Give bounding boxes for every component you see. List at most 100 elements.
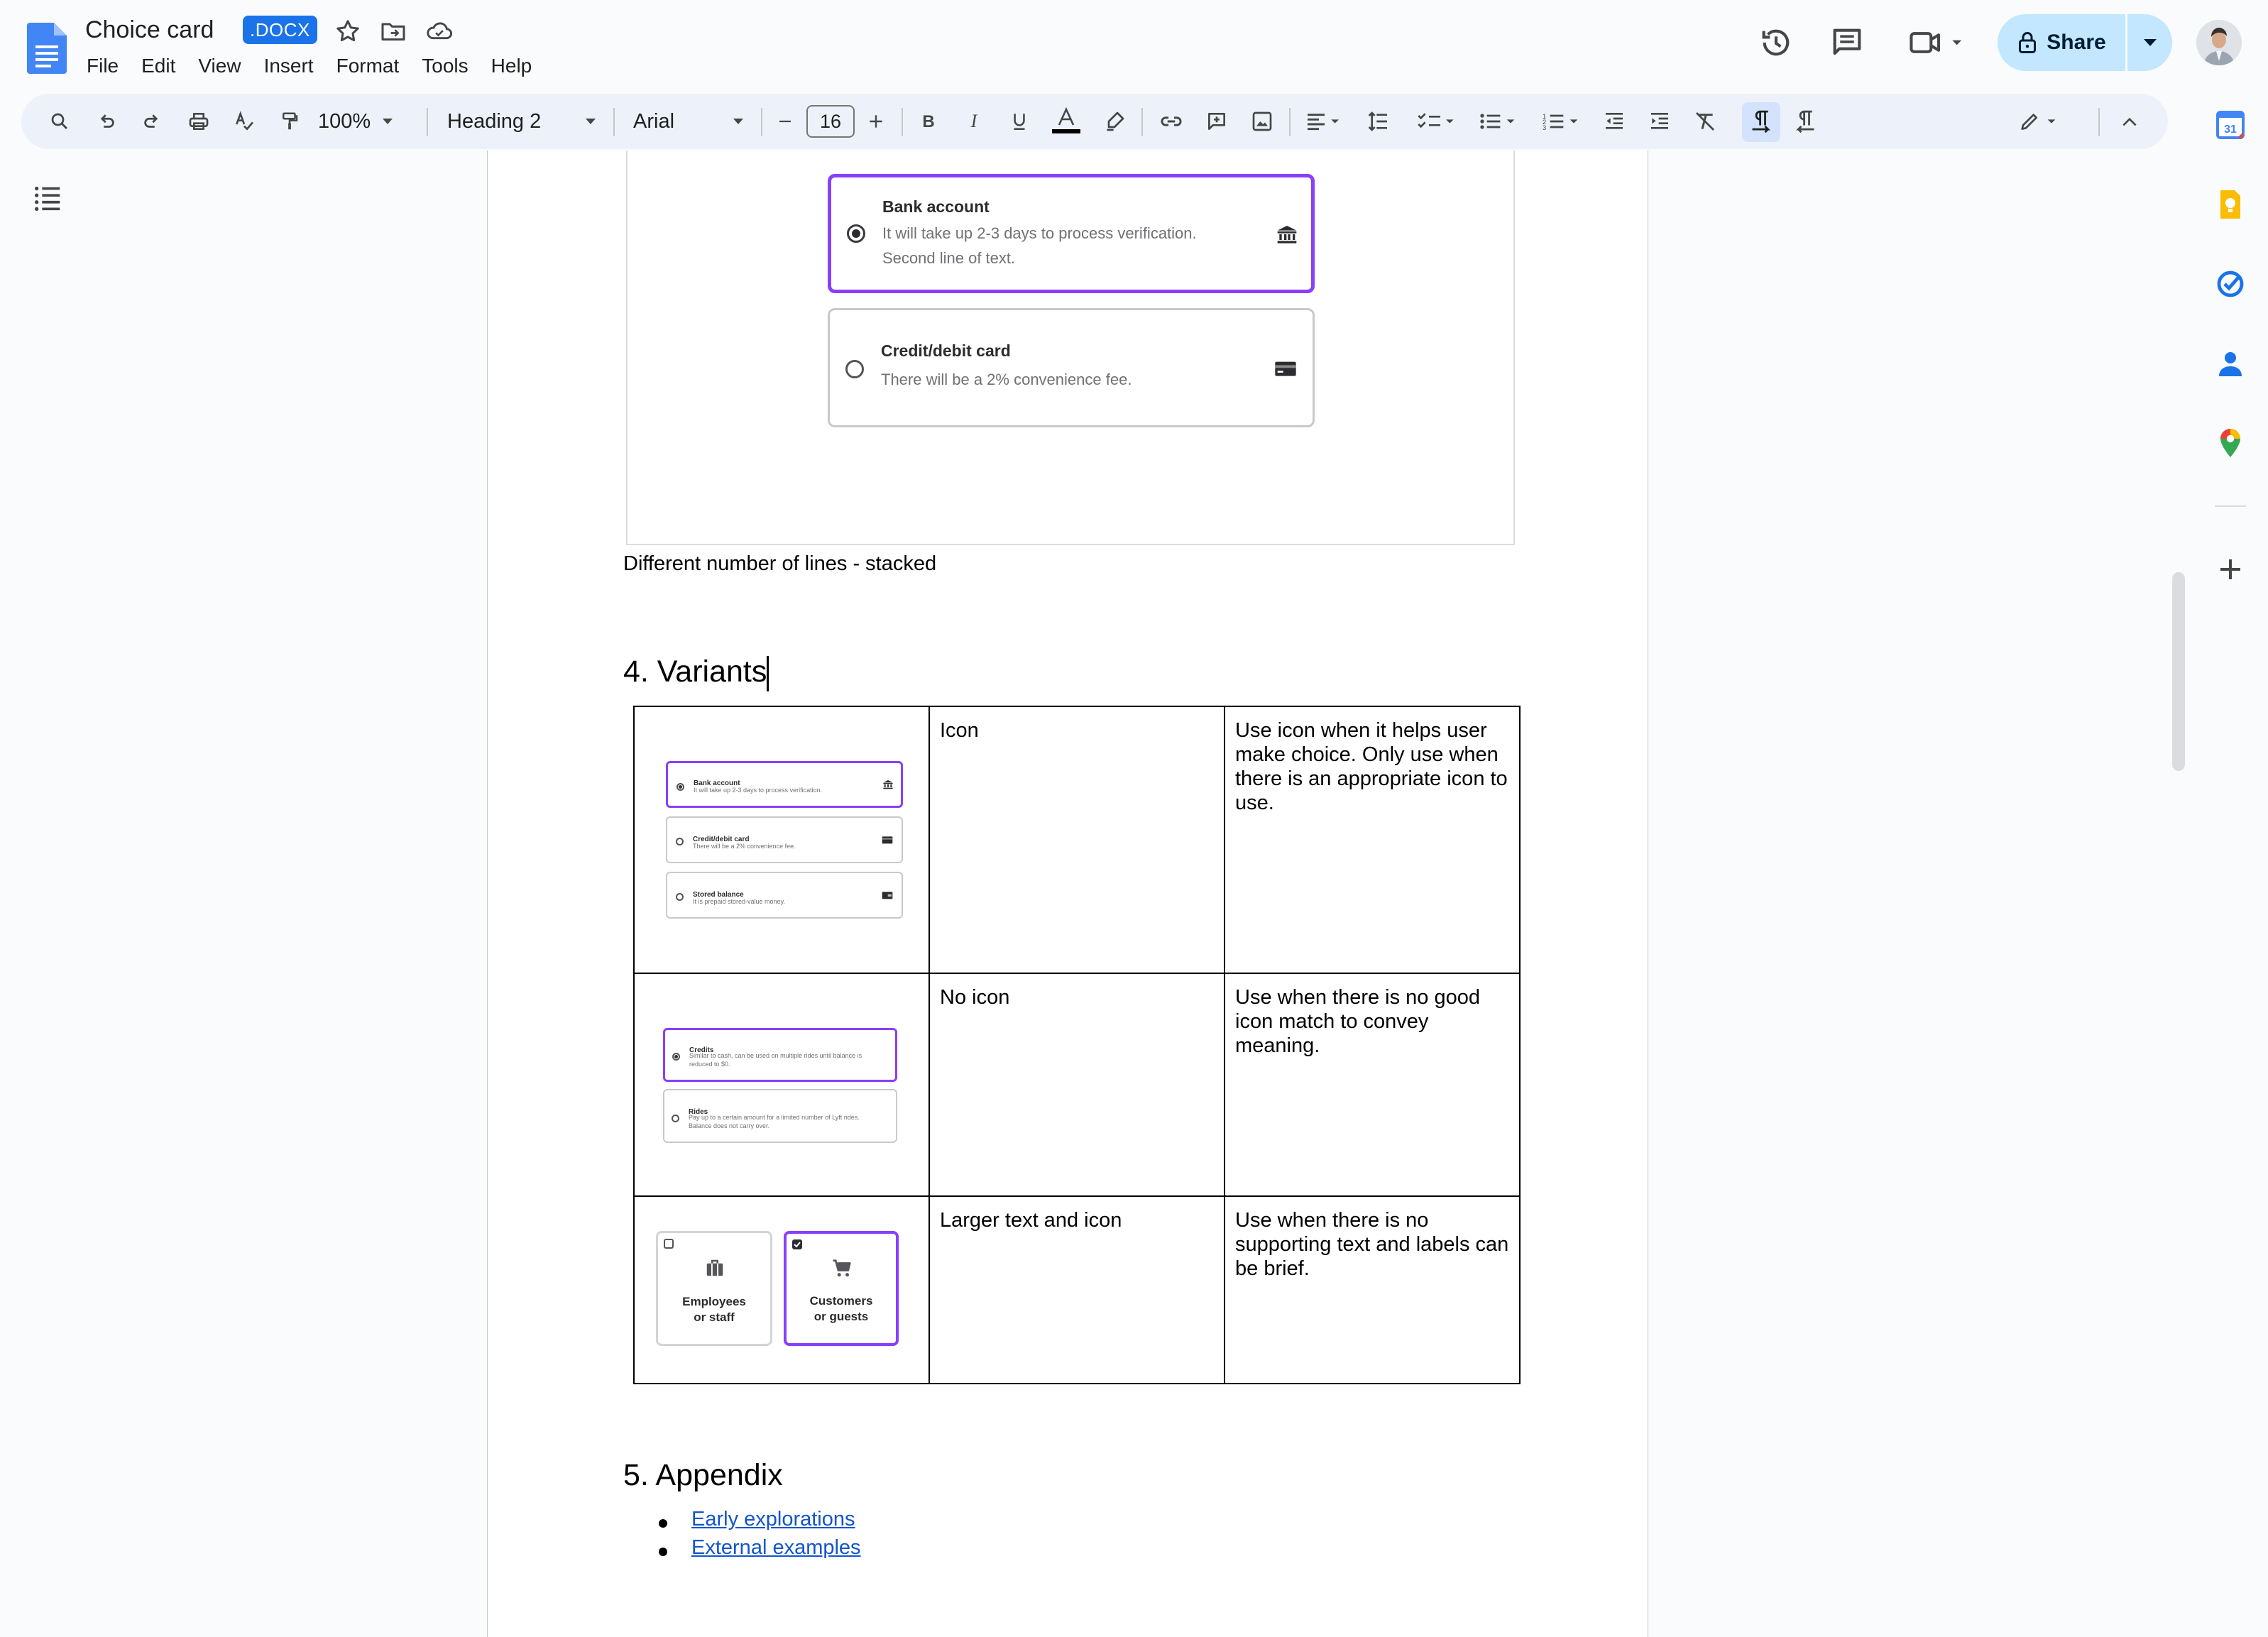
checklist-icon[interactable] — [1413, 105, 1462, 138]
link-early-explorations[interactable]: Early explorations — [691, 1508, 855, 1531]
mini-card-description: Pay up to a certain amount for a limited… — [689, 1114, 860, 1129]
increase-indent-icon[interactable] — [1645, 105, 1674, 138]
contacts-icon[interactable] — [2213, 346, 2247, 380]
table-cell-variant-name[interactable]: Larger text and icon — [928, 1195, 1225, 1384]
increase-font-size-icon[interactable] — [865, 105, 887, 138]
account-avatar[interactable] — [2196, 20, 2242, 65]
svg-text:2: 2 — [1543, 119, 1546, 126]
bulleted-list-icon[interactable] — [1474, 105, 1525, 138]
table-cell-preview[interactable]: Bank account It will take up 2-3 days to… — [633, 706, 930, 974]
tile-label-line-1: Customers — [809, 1294, 873, 1308]
caret-down-icon — [383, 119, 393, 124]
underline-icon[interactable] — [1007, 105, 1032, 138]
menu-format[interactable]: Format — [336, 55, 400, 77]
zoom-select[interactable]: 100% — [318, 105, 409, 138]
table-row: Employees or staff Customers or guests L… — [633, 1195, 1521, 1384]
decrease-font-size-icon[interactable] — [774, 105, 796, 138]
table-cell-variant-name[interactable]: No icon — [928, 973, 1225, 1197]
menu-file[interactable]: File — [87, 55, 119, 77]
insert-link-icon[interactable] — [1157, 105, 1185, 138]
table-cell-variant-description[interactable]: Use when there is no supporting text and… — [1224, 1195, 1521, 1384]
spellcheck-icon[interactable] — [230, 105, 258, 138]
decrease-indent-icon[interactable] — [1600, 105, 1628, 138]
menu-help[interactable]: Help — [491, 55, 532, 77]
bold-icon[interactable]: B — [916, 105, 941, 138]
tile-customers: Customers or guests — [784, 1231, 899, 1346]
link-external-examples[interactable]: External examples — [691, 1536, 861, 1559]
table-cell-preview[interactable]: Employees or staff Customers or guests — [633, 1195, 930, 1384]
tile-employees: Employees or staff — [656, 1231, 772, 1346]
share-options-button[interactable] — [2132, 14, 2168, 71]
style-select[interactable]: Heading 2 — [447, 105, 596, 138]
font-size-input[interactable]: 16 — [806, 105, 855, 138]
add-comment-icon[interactable] — [1203, 105, 1231, 138]
menu-tools[interactable]: Tools — [422, 55, 469, 77]
text-cursor — [767, 656, 769, 691]
calendar-icon[interactable]: 31 — [2213, 108, 2247, 142]
keep-icon[interactable] — [2213, 187, 2247, 221]
caret-down-icon — [733, 119, 743, 124]
heading-appendix[interactable]: 5. Appendix — [623, 1458, 783, 1492]
vertical-scrollbar[interactable] — [2172, 572, 2185, 771]
share-button[interactable]: Share — [1998, 14, 2125, 71]
mini-card-stored-balance: Stored balance It is prepaid stored-valu… — [666, 872, 903, 919]
card-description-line-2: Second line of text. — [882, 249, 1016, 267]
tasks-icon[interactable] — [2213, 267, 2247, 301]
mini-card-title: Bank account — [694, 779, 740, 787]
choice-card-bank-account: Bank account It will take up 2-3 days to… — [828, 174, 1315, 293]
italic-icon[interactable]: I — [961, 105, 987, 138]
toolbar-divider — [1141, 108, 1143, 136]
table-cell-variant-name[interactable]: Icon — [928, 706, 1225, 974]
table-cell-variant-description[interactable]: Use icon when it helps user make choice.… — [1224, 706, 1521, 974]
toolbar-divider — [2098, 108, 2100, 136]
wallet-icon — [882, 890, 893, 900]
undo-icon[interactable] — [92, 105, 121, 138]
mini-card-title: Credit/debit card — [693, 836, 750, 843]
hide-menus-icon[interactable] — [2115, 105, 2144, 138]
table-cell-variant-description[interactable]: Use when there is no good icon match to … — [1224, 973, 1521, 1197]
docs-logo-icon[interactable] — [27, 23, 67, 74]
list-bullet — [659, 1548, 667, 1556]
document-outline-icon[interactable] — [31, 182, 64, 214]
menu-insert[interactable]: Insert — [263, 55, 314, 77]
version-history-icon[interactable] — [1758, 24, 1795, 61]
insert-image-icon[interactable] — [1248, 105, 1276, 138]
menu-view[interactable]: View — [198, 55, 241, 77]
search-menus-icon[interactable] — [45, 105, 74, 138]
get-add-ons-icon[interactable] — [2213, 552, 2247, 586]
radio-unselected — [676, 838, 684, 845]
redo-icon[interactable] — [138, 105, 166, 138]
paint-format-icon[interactable] — [275, 105, 304, 138]
side-panel-divider — [2215, 505, 2246, 507]
meet-icon[interactable] — [1907, 24, 1971, 61]
share-label: Share — [2047, 31, 2106, 54]
menu-edit[interactable]: Edit — [141, 55, 176, 77]
heading-variants[interactable]: 4. Variants — [623, 655, 767, 689]
radio-unselected — [672, 1115, 679, 1122]
maps-icon[interactable] — [2213, 426, 2247, 460]
move-to-folder-icon[interactable] — [379, 17, 407, 45]
cloud-saved-icon[interactable] — [424, 17, 453, 45]
right-to-left-icon[interactable] — [1790, 105, 1820, 138]
align-left-icon[interactable] — [1303, 105, 1346, 138]
print-icon[interactable] — [185, 105, 213, 138]
line-spacing-icon[interactable] — [1364, 105, 1393, 138]
tile-label-line-1: Employees — [682, 1295, 746, 1308]
highlight-color-icon[interactable] — [1100, 105, 1129, 138]
left-to-right-icon[interactable] — [1746, 105, 1776, 138]
toolbar-divider — [427, 108, 428, 136]
caret-down-icon — [2144, 39, 2157, 46]
table-cell-preview[interactable]: Credits Similar to cash, can be used on … — [633, 973, 930, 1197]
radio-selected — [847, 224, 865, 243]
font-select[interactable]: Arial — [633, 105, 744, 138]
clear-formatting-icon[interactable] — [1691, 105, 1719, 138]
document-title[interactable]: Choice card — [85, 16, 214, 43]
toolbar-divider — [902, 108, 903, 136]
text-color-icon[interactable] — [1049, 105, 1083, 138]
radio-selected — [672, 1053, 680, 1061]
editing-mode-icon[interactable] — [2013, 105, 2067, 138]
star-icon[interactable] — [334, 17, 362, 45]
svg-text:3: 3 — [1543, 124, 1546, 131]
comments-icon[interactable] — [1829, 24, 1866, 61]
